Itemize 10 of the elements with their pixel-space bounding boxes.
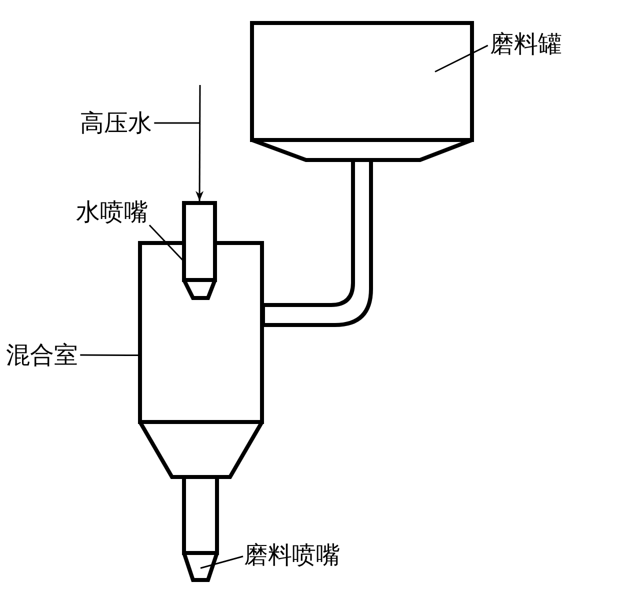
part-label: 高压水: [80, 109, 152, 137]
leader-line: [154, 122, 200, 124]
leader-line: [80, 354, 140, 356]
part-label: 磨料喷嘴: [244, 541, 340, 569]
part-label: 磨料罐: [490, 30, 562, 58]
part-label: 混合室: [6, 341, 78, 369]
part-label: 水喷嘴: [76, 198, 148, 226]
leader-line: [434, 44, 488, 72]
leader-line: [200, 556, 244, 569]
arrow: [196, 85, 204, 201]
